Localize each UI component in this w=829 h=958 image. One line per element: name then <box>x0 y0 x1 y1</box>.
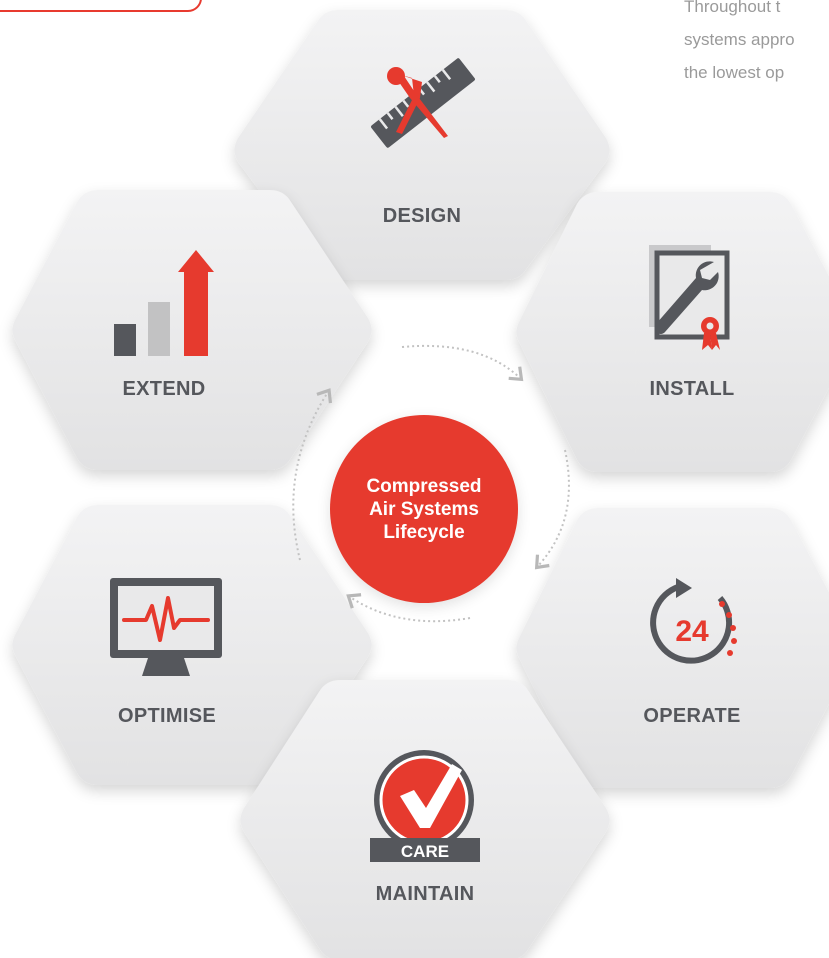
maintain-care-check-icon <box>370 750 480 862</box>
stage-label-operate: OPERATE <box>643 705 741 727</box>
intro-line: the lowest op <box>684 63 785 82</box>
stage-label-maintain: MAINTAIN <box>375 883 475 905</box>
center-title: Compressed Air Systems Lifecycle <box>349 475 499 544</box>
stage-label-design: DESIGN <box>382 205 462 227</box>
intro-line: Throughout t <box>684 0 781 16</box>
operate-icon-number: 24 <box>675 615 709 648</box>
lifecycle-center-circle: Compressed Air Systems Lifecycle <box>330 415 518 603</box>
install-certificate-wrench-icon <box>649 245 730 350</box>
operate-24-hour-icon <box>650 578 737 664</box>
center-title-line: Compressed <box>366 475 482 497</box>
extend-bar-chart-arrow-icon <box>114 250 214 356</box>
cycle-arrow-bottom <box>346 593 471 623</box>
center-title-line: Air Systems <box>369 498 479 520</box>
stage-label-install: INSTALL <box>649 378 735 400</box>
hex-design[interactable] <box>234 10 610 280</box>
cycle-arrow-right <box>534 449 570 570</box>
design-ruler-compass-icon <box>371 58 475 148</box>
center-title-line: Lifecycle <box>383 521 465 543</box>
hex-operate[interactable] <box>516 508 829 788</box>
stage-label-optimise: OPTIMISE <box>118 705 216 727</box>
intro-paragraph: Throughout t systems appro the lowest op <box>684 0 829 89</box>
optimise-monitor-heartbeat-icon <box>110 578 222 676</box>
maintain-icon-badge: CARE <box>401 842 449 861</box>
stage-label-extend: EXTEND <box>122 378 206 400</box>
intro-line: systems appro <box>684 30 795 49</box>
cycle-arrow-top <box>401 344 524 382</box>
cycle-arrow-left <box>292 388 333 561</box>
